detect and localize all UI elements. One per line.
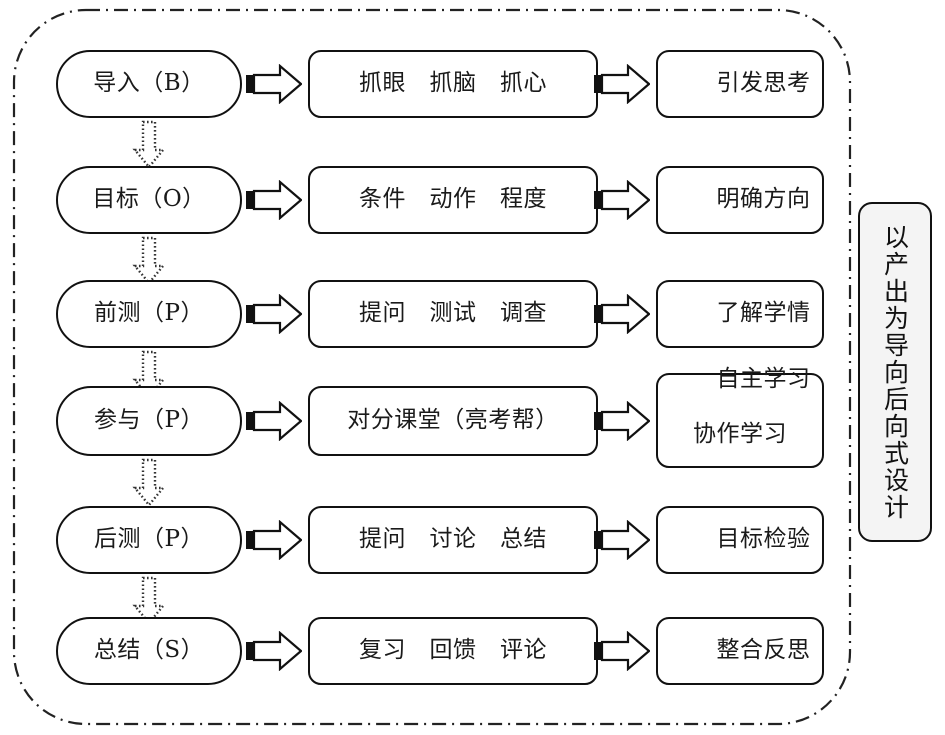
arrow-right-6a	[246, 631, 302, 671]
arrow-right-3b	[594, 294, 650, 334]
outcome-node-4[interactable]: 自主学习 协作学习	[656, 366, 824, 468]
outcome-label-1: 引发思考	[670, 43, 811, 124]
outcome-label-3: 了解学情	[670, 273, 811, 354]
stage-node-2[interactable]: 目标（O）	[56, 166, 242, 234]
outcome-line1-6: 整合反思	[716, 637, 811, 664]
outcome-line2-4: 协作学习	[693, 420, 787, 447]
stage-node-1[interactable]: 导入（B）	[56, 50, 242, 118]
outcome-line1-4: 自主学习	[716, 366, 811, 393]
stage-label-3: 前测（P）	[94, 300, 204, 327]
stage-label-4: 参与（P）	[94, 407, 204, 434]
method-label-1: 抓眼 抓脑 抓心	[359, 70, 547, 97]
arrow-right-5a	[246, 520, 302, 560]
outcome-line1-5: 目标检验	[716, 526, 811, 553]
arrow-right-1b	[594, 64, 650, 104]
arrow-down-4	[132, 458, 166, 508]
outcome-node-5[interactable]: 目标检验	[656, 506, 824, 574]
stage-node-6[interactable]: 总结（S）	[56, 617, 242, 685]
arrow-right-3a	[246, 294, 302, 334]
stage-node-3[interactable]: 前测（P）	[56, 280, 242, 348]
outcome-line1-3: 了解学情	[716, 300, 811, 327]
method-node-2[interactable]: 条件 动作 程度	[308, 166, 598, 234]
stage-label-1: 导入（B）	[93, 70, 205, 97]
outcome-node-3[interactable]: 了解学情	[656, 280, 824, 348]
arrow-right-4a	[246, 401, 302, 441]
method-label-5: 提问 讨论 总结	[359, 526, 547, 553]
stage-label-6: 总结（S）	[93, 637, 205, 664]
arrow-right-2a	[246, 180, 302, 220]
method-node-3[interactable]: 提问 测试 调查	[308, 280, 598, 348]
arrow-right-1a	[246, 64, 302, 104]
method-label-6: 复习 回馈 评论	[359, 637, 547, 664]
stage-label-5: 后测（P）	[94, 526, 204, 553]
stage-node-4[interactable]: 参与（P）	[56, 386, 242, 456]
arrow-right-6b	[594, 631, 650, 671]
arrow-right-4b	[594, 401, 650, 441]
method-label-3: 提问 测试 调查	[359, 300, 547, 327]
outcome-line1-2: 明确方向	[716, 186, 811, 213]
outcome-node-6[interactable]: 整合反思	[656, 617, 824, 685]
method-node-6[interactable]: 复习 回馈 评论	[308, 617, 598, 685]
method-node-1[interactable]: 抓眼 抓脑 抓心	[308, 50, 598, 118]
outcome-label-2: 明确方向	[670, 159, 811, 240]
arrow-down-1	[132, 120, 166, 170]
side-label-text: 以产出为导向后向式设计	[880, 223, 910, 521]
outcome-line1-1: 引发思考	[716, 70, 811, 97]
arrow-right-5b	[594, 520, 650, 560]
method-node-4[interactable]: 对分课堂（亮考帮）	[308, 386, 598, 456]
stage-node-5[interactable]: 后测（P）	[56, 506, 242, 574]
arrow-down-2	[132, 236, 166, 286]
stage-label-2: 目标（O）	[92, 186, 206, 213]
method-node-5[interactable]: 提问 讨论 总结	[308, 506, 598, 574]
side-label-box[interactable]: 以产出为导向后向式设计	[858, 202, 932, 542]
outcome-node-1[interactable]: 引发思考	[656, 50, 824, 118]
arrow-down-5	[132, 576, 166, 626]
method-label-4: 对分课堂（亮考帮）	[347, 407, 559, 434]
outcome-label-6: 整合反思	[670, 610, 811, 691]
outcome-label-4: 自主学习 协作学习	[670, 339, 811, 502]
arrow-right-2b	[594, 180, 650, 220]
method-label-2: 条件 动作 程度	[359, 186, 547, 213]
outcome-node-2[interactable]: 明确方向	[656, 166, 824, 234]
outcome-label-5: 目标检验	[670, 499, 811, 580]
